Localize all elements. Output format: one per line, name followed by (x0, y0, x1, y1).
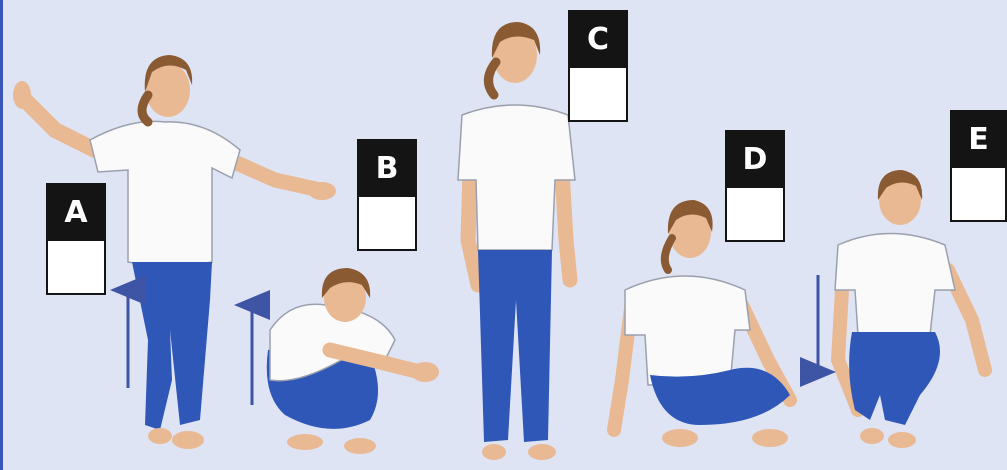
answer-box-e[interactable] (950, 168, 1007, 222)
label-box-e: E (950, 110, 1007, 222)
answer-box-d[interactable] (725, 188, 785, 242)
answer-box-a[interactable] (46, 241, 106, 295)
figure-b (252, 268, 439, 454)
answer-box-b[interactable] (357, 197, 417, 251)
label-e: E (950, 110, 1007, 168)
label-box-c: C (568, 10, 628, 122)
label-c: C (568, 10, 628, 68)
label-box-d: D (725, 130, 785, 242)
label-box-b: B (357, 139, 417, 251)
label-d: D (725, 130, 785, 188)
figure-c (458, 22, 575, 460)
label-b: B (357, 139, 417, 197)
label-a: A (46, 183, 106, 241)
answer-box-c[interactable] (568, 68, 628, 122)
label-box-a: A (46, 183, 106, 295)
